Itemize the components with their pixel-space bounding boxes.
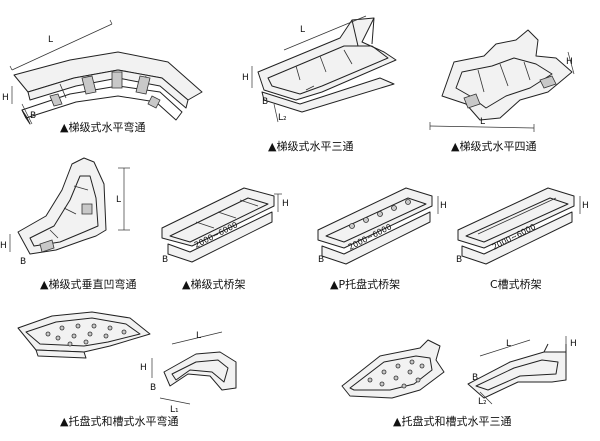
dim-label-H: H <box>2 93 9 103</box>
caption-ladder-horizontal-elbow: ▲梯级式水平弯通 <box>60 121 146 134</box>
dim-label-H: H <box>570 339 577 349</box>
caption-ladder-horizontal-cross: ▲梯级式水平四通 <box>451 140 537 153</box>
dim-label-L: L <box>196 331 201 341</box>
dim-label-B: B <box>456 255 462 265</box>
ladder-horizontal-elbow: L H B <box>2 19 203 125</box>
perforated-tray-straight: H 2000~6000 B <box>317 187 447 265</box>
dim-label-H: H <box>440 201 447 211</box>
dim-label-L: L <box>506 339 511 349</box>
caption-channel-tray: C槽式桥架 <box>490 278 542 291</box>
dim-label-H: H <box>0 241 7 251</box>
dim-label-L: L <box>116 195 121 205</box>
dim-label-B: B <box>150 383 156 393</box>
ladder-tray-straight: H 2000~6000 B <box>161 187 289 265</box>
dim-label-L1: L₁ <box>170 405 179 415</box>
ladder-vertical-concave-elbow: L H B <box>0 157 130 267</box>
caption-ladder-tray: ▲梯级式桥架 <box>182 278 246 291</box>
tray-channel-horizontal-tee: L H B L₂ <box>341 336 577 407</box>
dim-label-B: B <box>262 97 268 107</box>
tray-channel-horizontal-elbow: L H B L₁ <box>17 311 237 415</box>
dim-label-H: H <box>282 199 289 209</box>
caption-ladder-horizontal-tee: ▲梯级式水平三通 <box>268 140 354 153</box>
caption-tray-channel-horizontal-tee: ▲托盘式和槽式水平三通 <box>393 415 512 428</box>
dim-label-B: B <box>20 257 26 267</box>
dim-label-L2: L₂ <box>478 397 487 407</box>
caption-tray-channel-horizontal-elbow: ▲托盘式和槽式水平弯通 <box>60 415 179 428</box>
dim-label-L: L <box>300 25 305 35</box>
ladder-horizontal-cross: L H <box>429 29 575 132</box>
dim-label-L: L <box>480 117 485 127</box>
channel-tray-straight: H 2000~6000 B <box>456 187 589 265</box>
dim-label-H: H <box>140 363 147 373</box>
caption-perforated-tray: ▲P托盘式桥架 <box>330 278 401 291</box>
dim-label-B: B <box>30 111 36 121</box>
dim-label-B: B <box>162 255 168 265</box>
dim-label-L2: L₂ <box>278 113 287 123</box>
dim-label-B: B <box>318 255 324 265</box>
dim-label-L: L <box>48 35 53 45</box>
dim-label-B: B <box>472 373 478 383</box>
dim-label-H: H <box>242 73 249 83</box>
caption-ladder-vertical-concave-elbow: ▲梯级式垂直凹弯通 <box>40 278 137 291</box>
dim-label-H: H <box>582 201 589 211</box>
dim-label-H: H <box>566 57 573 67</box>
ladder-horizontal-tee: L H B L₂ <box>242 15 397 123</box>
